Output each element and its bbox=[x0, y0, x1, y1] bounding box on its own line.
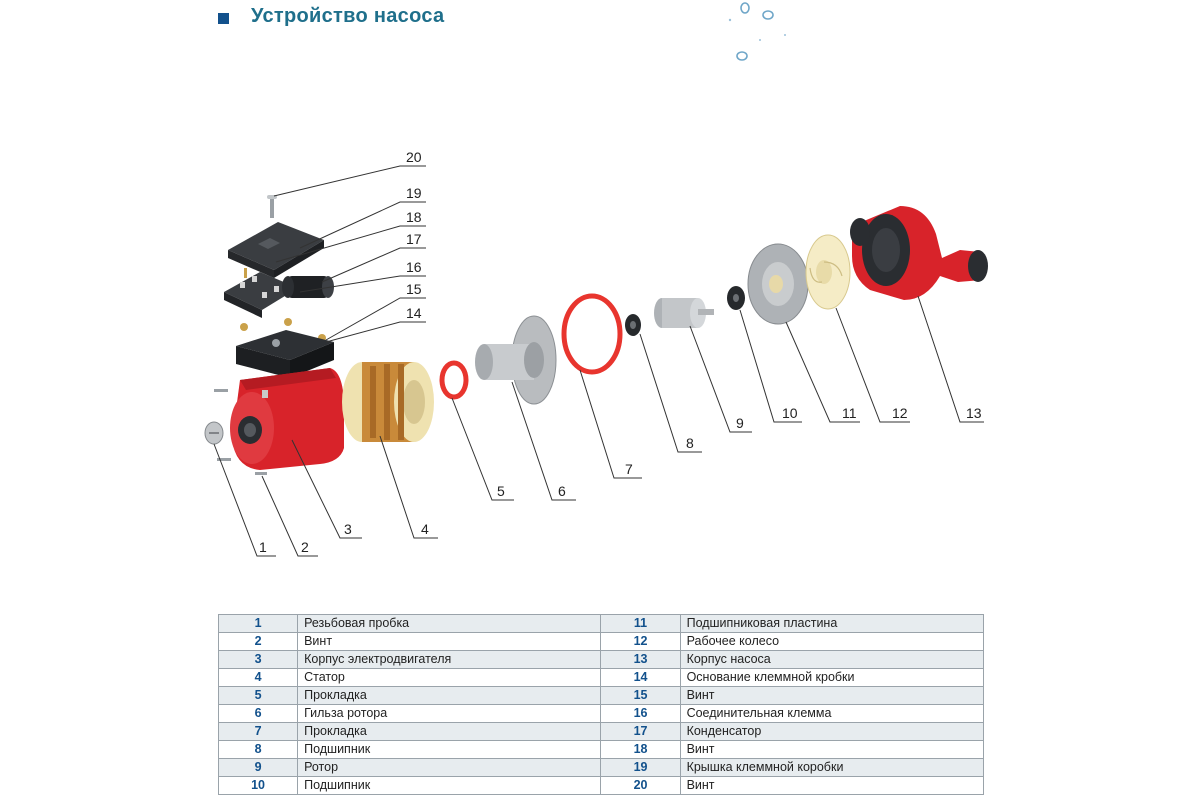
table-row: 4 Статор 14 Основание клеммной кробки bbox=[217, 668, 985, 687]
part-number: 14 bbox=[600, 668, 681, 687]
table-row: 7 Прокладка 17 Конденсатор bbox=[217, 722, 985, 741]
leader-lines bbox=[213, 165, 984, 557]
part-name: Винт bbox=[679, 686, 985, 705]
part-8-bearing bbox=[625, 314, 641, 336]
part-number: 17 bbox=[600, 722, 681, 741]
part-number: 18 bbox=[600, 740, 681, 759]
part-2-screws bbox=[214, 389, 267, 475]
part-11-bearing-plate bbox=[747, 243, 809, 325]
part-4-stator bbox=[342, 362, 434, 442]
callout-1: 1 bbox=[259, 539, 267, 555]
part-3-motor-housing bbox=[230, 368, 344, 470]
table-row: 6 Гильза ротора 16 Соединительная клемма bbox=[217, 704, 985, 723]
part-number: 13 bbox=[600, 650, 681, 669]
part-number: 15 bbox=[600, 686, 681, 705]
part-number: 1 bbox=[217, 614, 299, 633]
part-name: Подшипник bbox=[297, 740, 602, 759]
part-number: 16 bbox=[600, 704, 681, 723]
part-number: 12 bbox=[600, 632, 681, 651]
callout-5: 5 bbox=[497, 483, 505, 499]
part-number: 20 bbox=[600, 776, 681, 795]
exploded-pump-diagram: 1 2 3 4 5 6 7 8 9 10 11 12 13 14 15 16 1… bbox=[204, 149, 988, 557]
part-1-threaded-plug bbox=[204, 421, 224, 445]
callout-4: 4 bbox=[421, 521, 429, 537]
part-10-bearing bbox=[727, 286, 745, 310]
callout-3: 3 bbox=[344, 521, 352, 537]
table-row: 2 Винт 12 Рабочее колесо bbox=[217, 632, 985, 651]
part-number: 7 bbox=[217, 722, 299, 741]
part-number: 11 bbox=[600, 614, 681, 633]
callout-20: 20 bbox=[406, 149, 422, 165]
part-name: Основание клеммной кробки bbox=[679, 668, 985, 687]
part-name: Винт bbox=[679, 776, 985, 795]
part-name: Гильза ротора bbox=[297, 704, 602, 723]
part-name: Конденсатор bbox=[679, 722, 985, 741]
part-number: 9 bbox=[217, 758, 299, 777]
callout-11: 11 bbox=[842, 405, 857, 421]
part-7-gasket bbox=[561, 293, 623, 375]
callout-2: 2 bbox=[301, 539, 309, 555]
part-20-screw bbox=[267, 195, 277, 218]
part-name: Резьбовая пробка bbox=[297, 614, 602, 633]
callout-7: 7 bbox=[625, 461, 633, 477]
parts-table: 1 Резьбовая пробка 11 Подшипниковая плас… bbox=[217, 614, 985, 795]
table-row: 3 Корпус электродвигателя 13 Корпус насо… bbox=[217, 650, 985, 669]
table-row: 8 Подшипник 18 Винт bbox=[217, 740, 985, 759]
part-name: Винт bbox=[679, 740, 985, 759]
part-name: Винт bbox=[297, 632, 602, 651]
callout-6: 6 bbox=[558, 483, 566, 499]
part-14-terminal-box-base bbox=[236, 330, 334, 378]
part-12-impeller bbox=[805, 234, 851, 310]
callout-17: 17 bbox=[406, 231, 422, 247]
table-row: 1 Резьбовая пробка 11 Подшипниковая плас… bbox=[217, 614, 985, 633]
part-6-rotor-can bbox=[475, 315, 557, 405]
part-number: 10 bbox=[217, 776, 299, 795]
callout-8: 8 bbox=[686, 435, 694, 451]
part-number: 8 bbox=[217, 740, 299, 759]
part-name: Прокладка bbox=[297, 686, 602, 705]
table-row: 5 Прокладка 15 Винт bbox=[217, 686, 985, 705]
callout-12: 12 bbox=[892, 405, 908, 421]
part-name: Подшипниковая пластина bbox=[679, 614, 985, 633]
part-13-pump-housing bbox=[850, 206, 988, 300]
part-number: 19 bbox=[600, 758, 681, 777]
callout-14: 14 bbox=[406, 305, 422, 321]
part-17-capacitor bbox=[282, 276, 334, 298]
callout-18: 18 bbox=[406, 209, 422, 225]
part-name: Соединительная клемма bbox=[679, 704, 985, 723]
part-number: 2 bbox=[217, 632, 299, 651]
callout-19: 19 bbox=[406, 185, 422, 201]
table-row: 9 Ротор 19 Крышка клеммной коробки bbox=[217, 758, 985, 777]
callout-15: 15 bbox=[406, 281, 422, 297]
callout-10: 10 bbox=[782, 405, 798, 421]
part-number: 4 bbox=[217, 668, 299, 687]
part-name: Прокладка bbox=[297, 722, 602, 741]
part-name: Крышка клеммной коробки bbox=[679, 758, 985, 777]
callout-9: 9 bbox=[736, 415, 744, 431]
part-16-connection-terminal bbox=[224, 268, 298, 318]
part-9-rotor bbox=[654, 298, 714, 328]
part-number: 3 bbox=[217, 650, 299, 669]
callout-13: 13 bbox=[966, 405, 982, 421]
water-drops-icon bbox=[728, 2, 786, 61]
part-5-gasket bbox=[439, 360, 469, 400]
part-name: Подшипник bbox=[297, 776, 602, 795]
part-name: Корпус насоса bbox=[679, 650, 985, 669]
part-name: Корпус электродвигателя bbox=[297, 650, 602, 669]
table-row: 10 Подшипник 20 Винт bbox=[217, 776, 985, 795]
part-number: 6 bbox=[217, 704, 299, 723]
page-title: Устройство насоса bbox=[251, 5, 445, 27]
callout-16: 16 bbox=[406, 259, 422, 275]
part-name: Статор bbox=[297, 668, 602, 687]
part-number: 5 bbox=[217, 686, 299, 705]
header-square-icon bbox=[218, 13, 229, 24]
part-name: Рабочее колесо bbox=[679, 632, 985, 651]
part-name: Ротор bbox=[297, 758, 602, 777]
part-19-terminal-box-cover bbox=[228, 222, 324, 278]
